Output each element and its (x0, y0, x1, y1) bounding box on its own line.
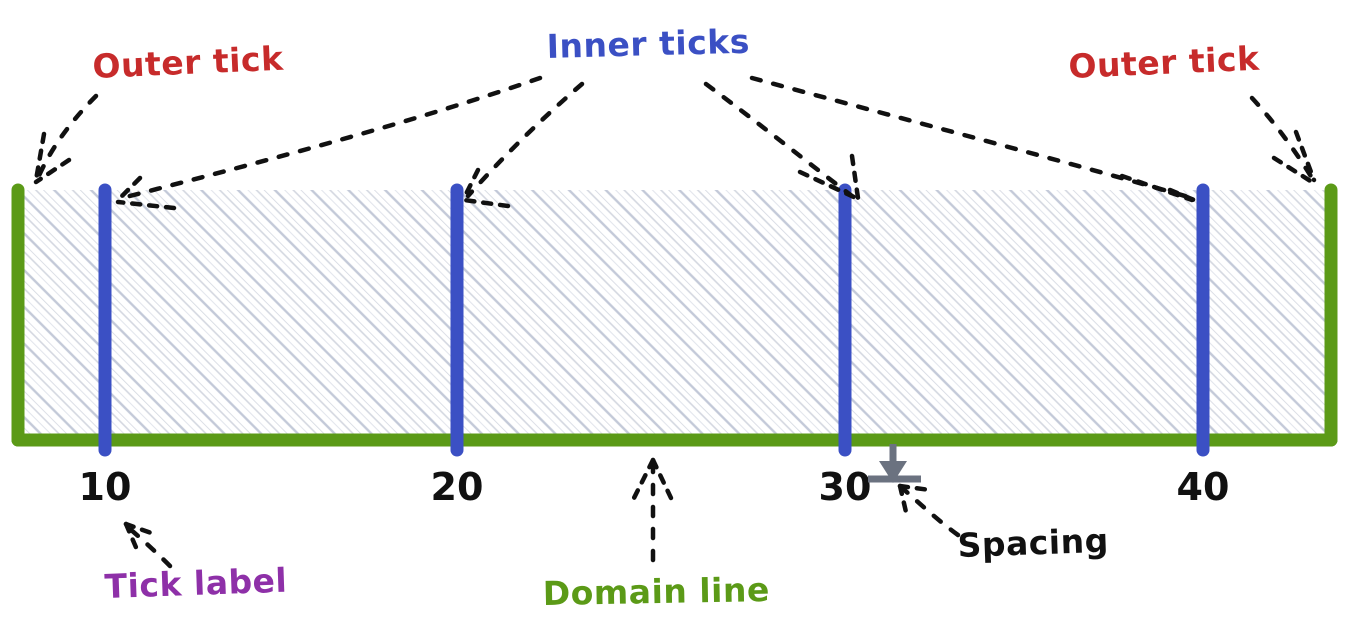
leader-outer-tick-left (33, 93, 99, 185)
annotation-spacing: Spacing (957, 521, 1109, 565)
leader-outer-tick-right (1249, 95, 1317, 185)
leader-tick-label (119, 519, 173, 569)
leader-domain-line (631, 457, 674, 563)
tick-label-20: 20 (431, 465, 484, 509)
tick-label-40: 40 (1177, 465, 1230, 509)
annotation-inner-ticks: Inner ticks (546, 22, 750, 66)
annotation-outer-tick-right: Outer tick (1068, 39, 1261, 86)
hatched-plot-area (22, 190, 1327, 438)
annotation-outer-tick-left: Outer tick (92, 39, 285, 86)
annotation-tick-label: Tick label (104, 561, 288, 606)
tick-label-30: 30 (819, 465, 872, 509)
spacing-indicator (868, 444, 921, 483)
annotation-domain-line: Domain line (542, 570, 770, 613)
tick-label-10: 10 (79, 465, 132, 509)
leader-inner-ticks-right (703, 75, 1197, 203)
leader-spacing (897, 483, 961, 538)
leader-inner-ticks-left (115, 75, 585, 211)
